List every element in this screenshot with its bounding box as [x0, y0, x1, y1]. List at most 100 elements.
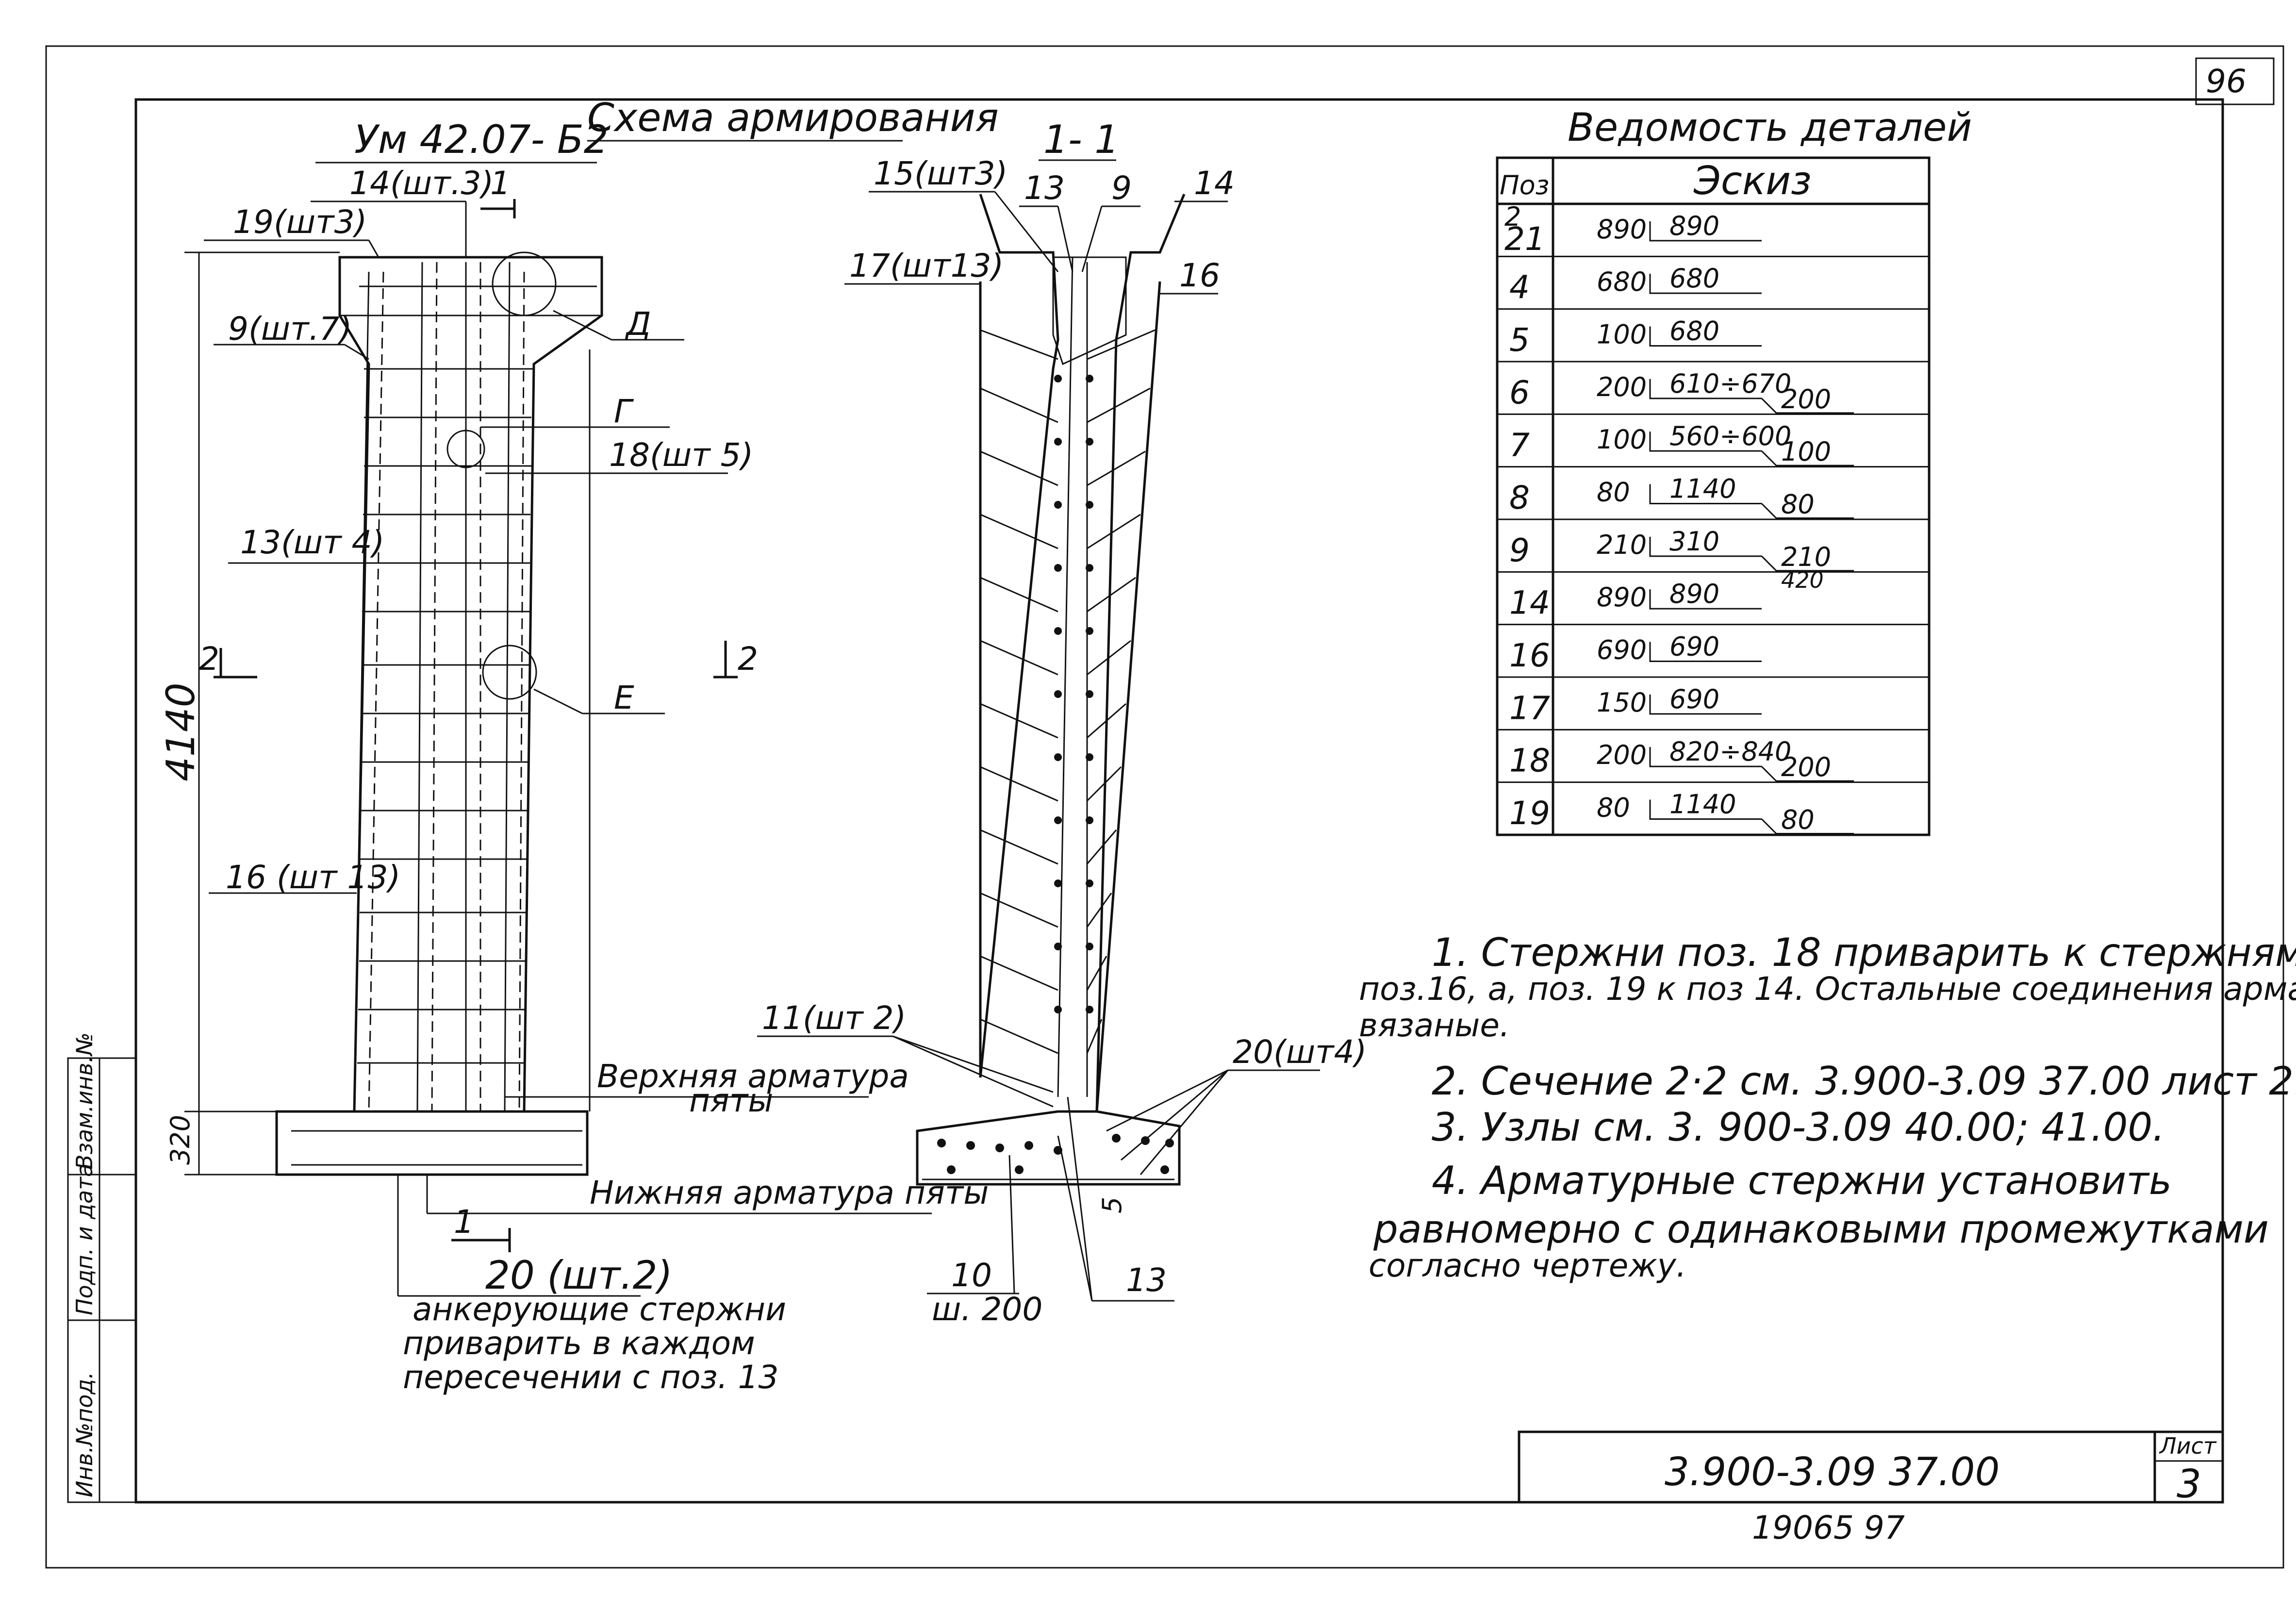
inner-frame	[134, 98, 2224, 1504]
table-sketch-shape	[1649, 274, 1762, 294]
table-sketch-value: 210	[1781, 542, 1831, 572]
notes: 1. Стержни поз. 18 приварить к стержням …	[1359, 930, 2296, 1284]
foot-outline	[275, 1110, 589, 1176]
sec-label-16: 16	[1179, 257, 1220, 294]
label-20: 20 (шт.2)	[485, 1253, 673, 1298]
table-sketch-value: 200	[1597, 372, 1647, 402]
section-left-edge	[979, 194, 1059, 1078]
label-lower-rebar: Нижняя арматура пяты	[590, 1174, 989, 1211]
note-4b: равномерно с одинаковыми промежутками	[1373, 1207, 2269, 1252]
table-sketch-value: 100	[1597, 424, 1647, 455]
table-sketch-value: 680	[1669, 316, 1719, 347]
scheme-title: Схема армирования	[587, 95, 999, 140]
table-sketch-value: 680	[1669, 263, 1719, 294]
sec-label-15: 15(шт3)	[874, 155, 1008, 192]
note-3: 3. Узлы см. 3. 900-3.09 40.00; 41.00.	[1432, 1105, 2165, 1150]
table-sketch-value: 560÷600	[1669, 421, 1791, 451]
elevation-title: Ум 42.07- Б2	[354, 117, 609, 162]
bottom-number: 19065 97	[1752, 1509, 1905, 1546]
table-sketch-value: 890	[1597, 582, 1647, 613]
section-right-edge	[1095, 194, 1186, 1112]
note-4: 4. Арматурные стержни установить	[1432, 1158, 2172, 1203]
section-title: 1- 1	[1043, 117, 1119, 162]
table-sketch-shape	[1761, 398, 1854, 414]
table-sketch-value: 80	[1597, 793, 1630, 823]
note-4c: согласно чертежу.	[1369, 1247, 1686, 1284]
table-sketch-value: 690	[1597, 635, 1647, 665]
elevation-view: Ум 42.07- Б2 Схема армирования	[158, 95, 999, 1396]
note-2: 2. Сечение 2·2 см. 3.900-3.09 37.00 лист…	[1432, 1059, 2296, 1104]
stamp-replace-inv: Взам.инв.№	[71, 1032, 98, 1170]
table-sketch-value: 80	[1781, 489, 1815, 520]
column-outline	[338, 256, 603, 1113]
sec-label-17: 17(шт13)	[849, 247, 1004, 284]
label-upper-rebar-2: пяты	[689, 1082, 773, 1119]
cut-2-right: 2	[738, 640, 758, 678]
label-e: Е	[614, 679, 634, 716]
sec-label-5: 5	[1097, 1197, 1127, 1213]
table-pos-cell: 8	[1509, 479, 1530, 516]
detail-circle-d	[492, 251, 557, 316]
label-14: 14(шт.3)	[349, 165, 494, 202]
table-sketch-value: 820÷840	[1669, 736, 1791, 767]
table-sketch-value: 210	[1597, 530, 1647, 560]
table-pos-cell: 14	[1509, 584, 1550, 622]
table-sketch-value: 690	[1669, 684, 1719, 714]
table-sketch-value: 100	[1781, 436, 1831, 467]
ties	[357, 285, 597, 1064]
table-title: Ведомость деталей	[1568, 105, 1972, 150]
table-sketch-value: 890	[1669, 579, 1719, 609]
sec-label-11: 11(шт 2)	[762, 999, 906, 1037]
section-head	[1052, 256, 1127, 365]
table-pos-cell: 9	[1509, 531, 1530, 569]
table-pos-cell: 7	[1509, 427, 1530, 464]
table-sketch-shape	[1761, 450, 1854, 466]
label-13: 13(шт 4)	[240, 524, 384, 561]
table-sketch-value: 150	[1597, 687, 1647, 718]
table-sketch-shape	[1761, 503, 1854, 519]
table-sketch-value: 1140	[1669, 474, 1736, 504]
table-sketch-value: 890	[1669, 211, 1719, 241]
table-pos-cell: 2	[1504, 201, 1521, 232]
table-sketch-shape	[1649, 221, 1762, 242]
note-1b: поз.16, а, поз. 19 к поз 14. Остальные с…	[1359, 970, 2296, 1008]
table-sketch-value: 200	[1781, 752, 1831, 782]
label-16: 16 (шт 13)	[226, 859, 400, 896]
sec-label-10b: ш. 200	[932, 1291, 1042, 1328]
sec-label-9: 9	[1111, 169, 1132, 207]
table-pos-cell: 19	[1509, 795, 1550, 832]
label-19: 19(шт3)	[233, 203, 367, 241]
table-pos-cell: 6	[1509, 374, 1530, 411]
cut-1-top: 1	[490, 165, 511, 202]
anchor-note-1: анкерующие стержни	[413, 1291, 786, 1328]
title-block-sheet-no: 3	[2177, 1461, 2201, 1507]
section-hatching	[980, 329, 1156, 1054]
table-sketch-shape	[1649, 589, 1762, 610]
table-sketch-value: 200	[1597, 740, 1647, 770]
table-sketch-shape	[1649, 484, 1762, 504]
table-col-sketch: Эскиз	[1693, 158, 1812, 203]
table-sketch-shape	[1649, 379, 1762, 399]
table-pos-cell: 4	[1509, 269, 1530, 306]
table-sketch-value: 1140	[1669, 789, 1736, 820]
title-block-code: 3.900-3.09 37.00	[1665, 1449, 1999, 1494]
column-head	[339, 256, 603, 316]
table-sketch-value: 80	[1781, 805, 1815, 835]
sec-label-14: 14	[1194, 165, 1235, 202]
table-pos-cell: 21	[1504, 220, 1545, 258]
label-upper-rebar: Верхняя арматура	[597, 1058, 909, 1095]
sec-label-13b: 13	[1126, 1261, 1167, 1299]
table-sketch-shape	[1761, 555, 1854, 572]
table-sketch-shape	[1649, 799, 1762, 820]
sec-label-20: 20(шт4)	[1233, 1033, 1367, 1071]
table-sketch-value: 610÷670	[1669, 368, 1791, 399]
section-foot	[916, 1110, 1181, 1186]
anchor-note-3: пересечении с поз. 13	[403, 1359, 779, 1396]
table-sketch-value: 420	[1781, 567, 1824, 593]
table-sketch-shape	[1649, 536, 1762, 557]
label-d: Д	[625, 305, 651, 343]
detail-circle-e	[482, 645, 537, 700]
